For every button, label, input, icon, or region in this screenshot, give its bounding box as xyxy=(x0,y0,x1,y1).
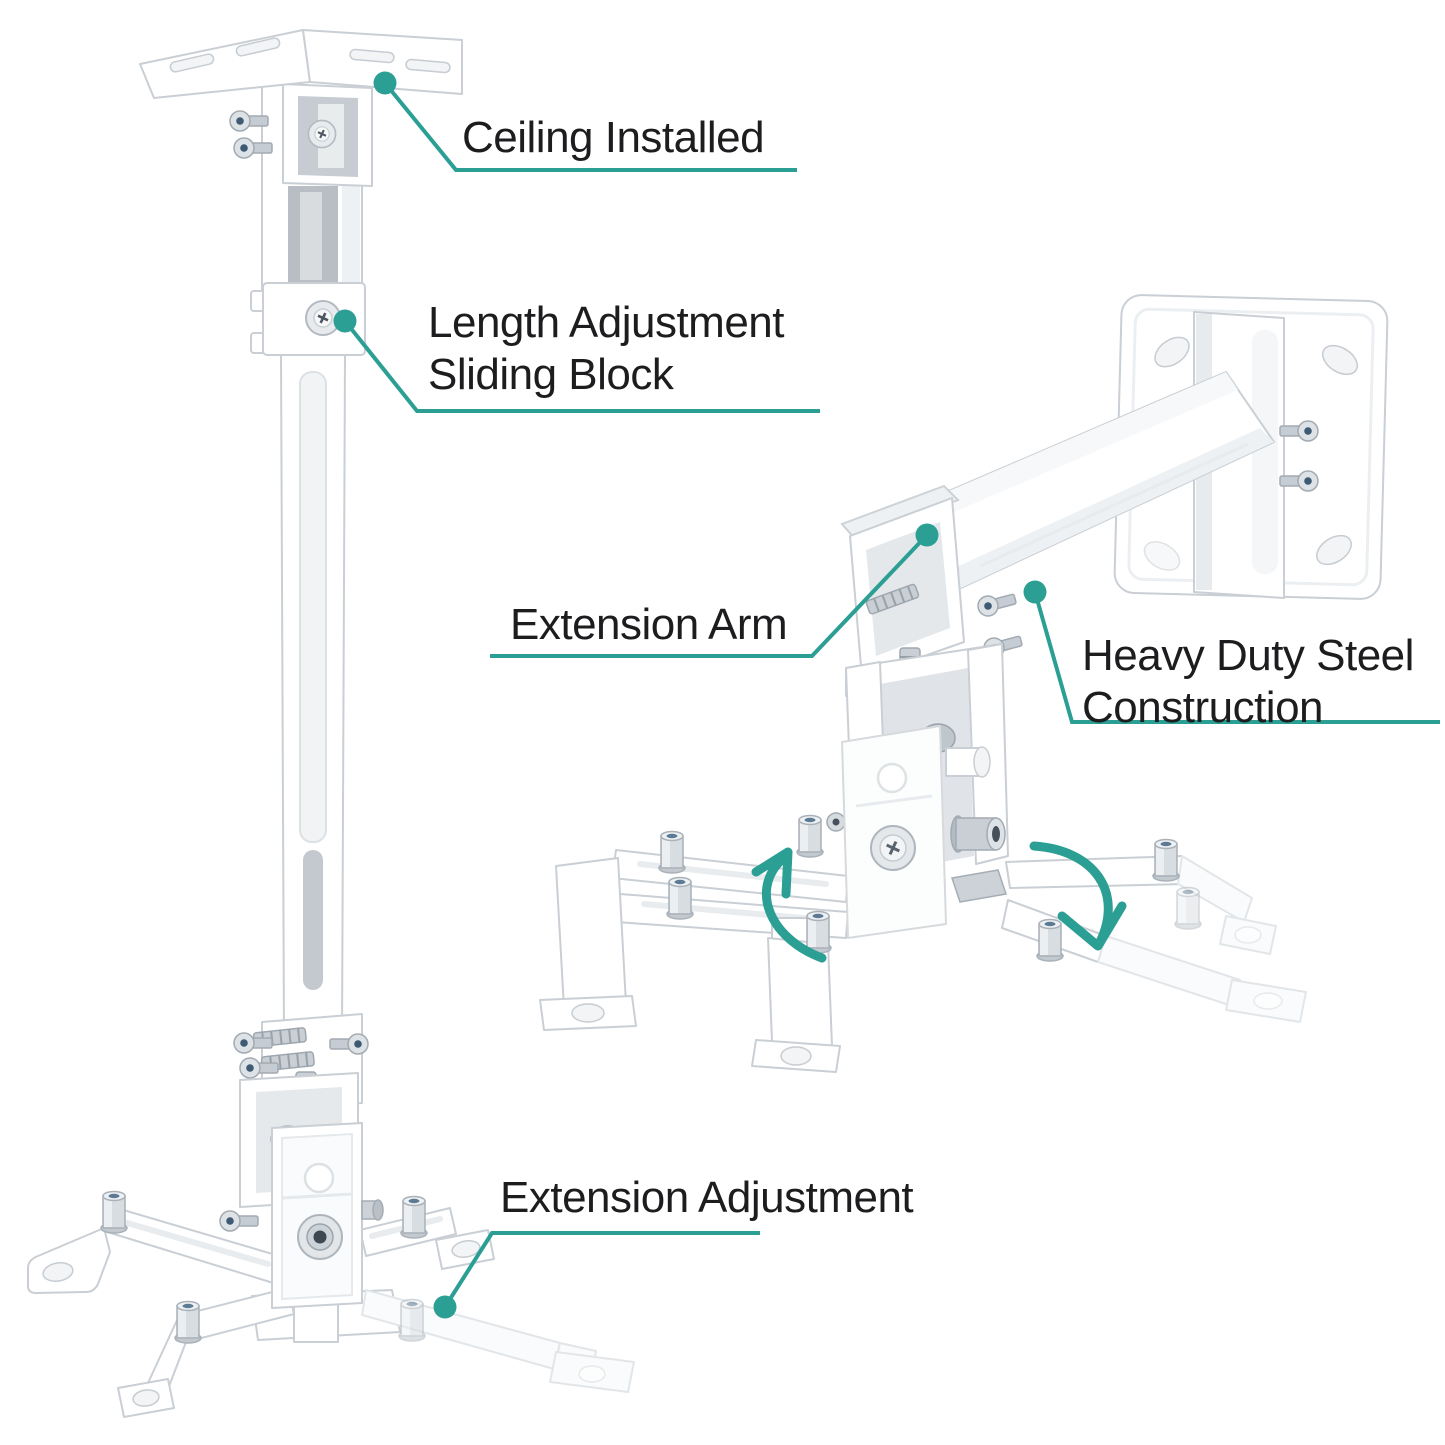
callout-heavy-duty-steel: Heavy Duty Steel Construction xyxy=(1082,630,1414,734)
callout-length-adjustment: Length Adjustment Sliding Block xyxy=(428,297,784,401)
ceiling-mount-illustration xyxy=(27,29,635,1418)
callout-extension-adjustment: Extension Adjustment xyxy=(500,1173,914,1222)
projector-head-right xyxy=(826,725,1007,939)
wall-mount-illustration xyxy=(539,294,1389,1073)
ceiling-plate xyxy=(139,29,463,99)
rotation-arrows xyxy=(751,841,1127,963)
leader-extension-arm xyxy=(490,533,929,658)
spider-legs-right xyxy=(539,814,1307,1073)
leader-heavy-duty-steel xyxy=(1033,591,1440,724)
anchor-dot-heavy-duty-steel xyxy=(1023,580,1047,604)
anchor-dot-extension-adjustment xyxy=(433,1295,457,1319)
callout-leaders xyxy=(333,71,1440,1319)
lower-tube xyxy=(280,354,346,1037)
anchor-dot-length-adjustment xyxy=(333,309,357,333)
anchor-dot-extension-arm xyxy=(915,523,939,547)
leader-ceiling-installed xyxy=(383,81,797,172)
leader-length-adjustment xyxy=(343,319,820,413)
sliding-block xyxy=(250,282,366,356)
callout-ceiling-installed: Ceiling Installed xyxy=(462,113,765,162)
extension-arm-tube xyxy=(864,371,1275,609)
callout-length-adjustment-line1: Length Adjustment xyxy=(428,298,784,347)
leader-extension-adjustment xyxy=(443,1231,760,1309)
callout-heavy-duty-line1: Heavy Duty Steel xyxy=(1082,631,1414,680)
callout-heavy-duty-line2: Construction xyxy=(1082,682,1324,732)
callout-length-adjustment-line2: Sliding Block xyxy=(428,349,674,399)
callout-extension-arm: Extension Arm xyxy=(510,600,788,649)
rotate-arrow-right-icon xyxy=(1029,841,1127,951)
hanger-bracket xyxy=(229,83,373,187)
projector-head-left xyxy=(219,1072,384,1343)
anchor-dot-ceiling-installed xyxy=(373,71,397,95)
rotate-arrow-left-icon xyxy=(751,847,827,963)
